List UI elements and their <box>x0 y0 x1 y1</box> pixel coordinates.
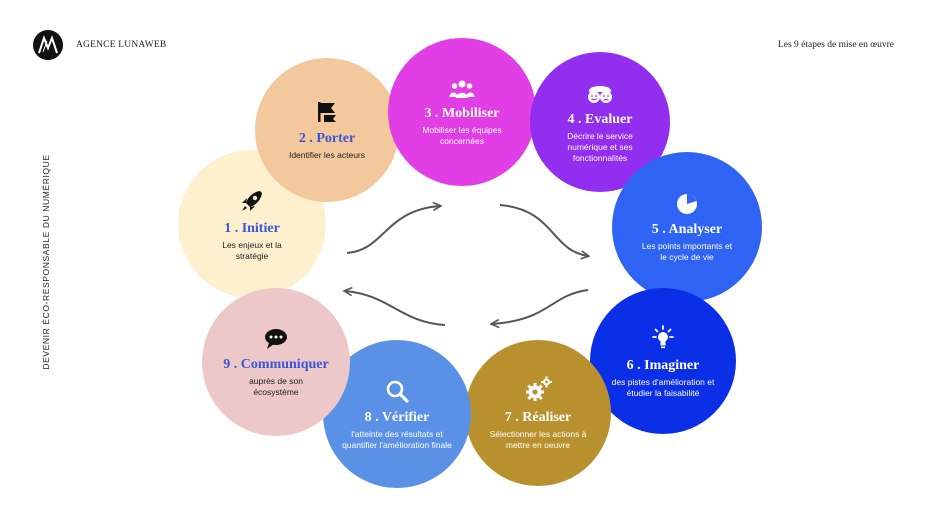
step-title: 3 . Mobiliser <box>424 105 500 121</box>
step-description: des pistes d'amélioration et étudier la … <box>611 376 715 398</box>
step-title: 9 . Communiquer <box>223 356 329 372</box>
step-title: 4 . Evaluer <box>567 112 633 127</box>
agency-name: AGENCE LUNAWEB <box>76 40 167 50</box>
step-title: 8 . Vérifier <box>364 409 430 425</box>
lightbulb-icon <box>652 324 674 348</box>
pie-chart-icon <box>677 193 697 214</box>
team-icon <box>449 80 475 98</box>
rocket-icon <box>242 190 262 211</box>
step-description: Identifier les acteurs <box>288 150 366 160</box>
step-description: auprès de son écosystème <box>249 375 303 397</box>
step-description: Mobiliser les équipes concernées <box>422 124 502 146</box>
lunaweb-logo <box>33 30 63 60</box>
arrow-top-right <box>499 204 588 256</box>
step-9-communiquer: 9 . Communiquer auprès de son écosystème <box>202 288 350 436</box>
step-5-analyser: 5 . Analyser Les points importants et le… <box>612 152 762 302</box>
step-title: 7 . Réaliser <box>504 409 572 425</box>
flag-icon <box>318 102 336 122</box>
step-7-realiser: 7 . Réaliser Sélectionner les actions à … <box>465 340 611 486</box>
step-description: Les points importants et le cycle de vie <box>641 240 733 262</box>
chat-bubble-icon <box>265 328 287 349</box>
step-3-mobiliser: 3 . Mobiliser Mobiliser les équipes conc… <box>388 38 536 186</box>
step-title: 1 . Initier <box>224 220 280 236</box>
step-title: 6 . Imaginer <box>626 357 700 373</box>
arrow-bottom-right <box>492 289 589 324</box>
step-title: 5 . Analyser <box>651 221 723 237</box>
step-description: l'atteinte des résultats et quantifier l… <box>342 428 452 450</box>
step-description: Sélectionner les actions à mettre en oeu… <box>489 428 587 450</box>
step-description: Les enjeux et la stratégie <box>222 239 282 261</box>
page-headline: Les 9 étapes de mise en œuvre <box>777 40 894 50</box>
arrow-top-left <box>346 206 440 254</box>
step-description: Décrire le service numérique et ses fonc… <box>567 131 633 163</box>
feedback-faces-icon <box>588 86 612 103</box>
gears-icon <box>526 376 552 401</box>
arrow-bottom-left <box>345 291 446 326</box>
step-6-imaginer: 6 . Imaginer des pistes d'amélioration e… <box>590 288 736 434</box>
step-2-porter: 2 . Porter Identifier les acteurs <box>255 58 399 202</box>
step-title: 2 . Porter <box>298 131 356 146</box>
magnifier-icon <box>386 380 409 403</box>
